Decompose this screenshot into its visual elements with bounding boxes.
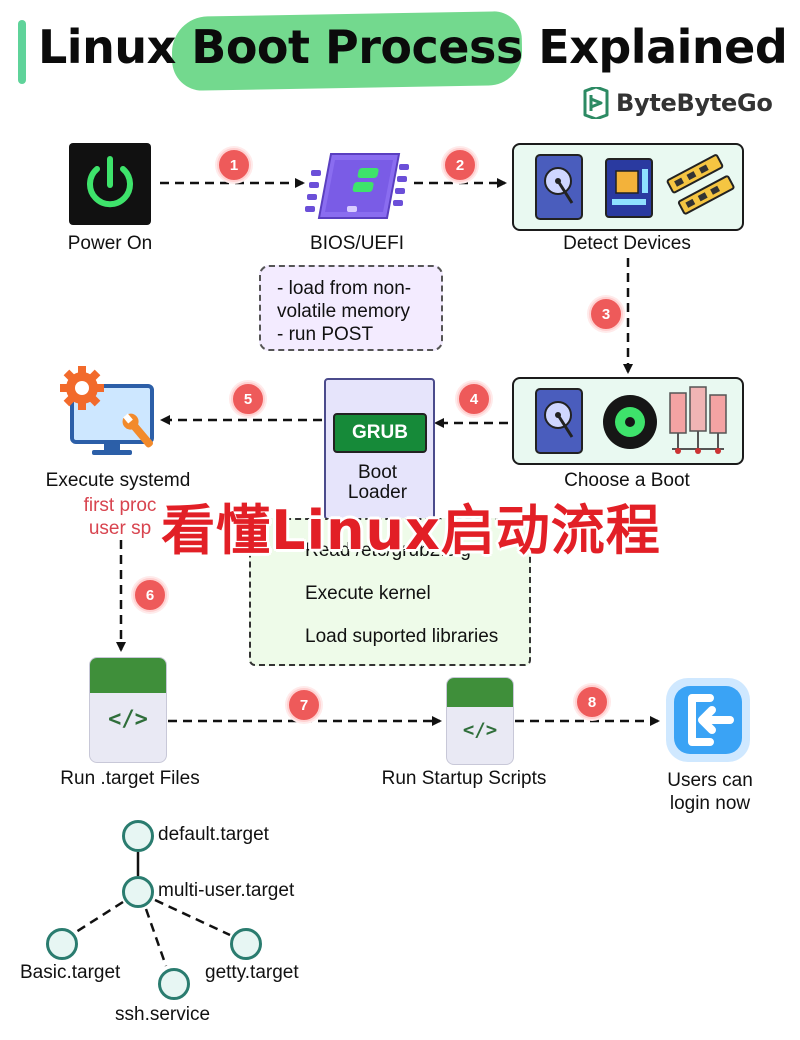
brand-name: ByteByteGo [616,89,773,117]
tree-label-default: default.target [158,824,269,845]
tree-label-basic: Basic.target [20,962,121,983]
overlay-caption: 看懂Linux启动流程 [161,499,661,562]
brand: ByteByteGo [582,85,773,121]
bios-note-line: - run POST [277,324,374,345]
power-on-label: Power On [67,233,153,254]
users-login-line: login now [669,793,751,814]
page-title: Linux Boot Process Explained [38,20,788,74]
users-login-label: Users can login now [640,769,780,815]
users-login-line: Users can [667,770,753,791]
tree-label-getty: getty.target [205,962,299,983]
tree-label-ssh: ssh.service [115,1004,211,1025]
choose-boot-label: Choose a Boot [564,470,690,491]
step-badge-6: 6 [133,578,167,612]
run-target-label: Run .target Files [60,768,200,789]
tree-node-basic [46,928,78,960]
ram-icon [666,154,735,215]
boot-loader-line: Boot [357,462,398,483]
tree-node-default [122,820,154,852]
target-file-icon: </> [89,657,167,763]
file-header [447,678,513,708]
step-badge-5: 5 [231,382,265,416]
power-on-icon [69,143,151,225]
bytebytego-logo-icon [583,87,609,119]
optical-disc-icon [603,395,657,449]
motherboard-icon [605,158,653,218]
boot-loader-line: Loader [347,482,408,503]
detect-devices-label: Detect Devices [563,233,691,254]
tree-node-multi-user [122,876,154,908]
grub-note-item: Load suported libraries [305,626,499,647]
grub-label: GRUB [333,413,427,453]
hard-disk-icon [535,388,583,454]
network-servers-icon [669,386,727,454]
systemd-subtext-line: first proc [83,495,157,516]
execute-systemd-label: Execute systemd [45,470,191,491]
grub-note-item: Execute kernel [305,583,431,604]
tree-node-getty [230,928,262,960]
login-icon [662,674,754,766]
bios-label: BIOS/UEFI [310,233,404,254]
step-badge-8: 8 [575,685,609,719]
step-badge-4: 4 [457,382,491,416]
hard-disk-icon [535,154,583,220]
run-startup-label: Run Startup Scripts [381,768,547,789]
choose-boot-box [512,377,744,465]
bios-note: - load from non- volatile memory - run P… [259,265,443,351]
systemd-subtext: first proc user sp [30,494,210,540]
step-badge-3: 3 [589,297,623,331]
bios-note-line: volatile memory [277,301,411,322]
file-code-glyph: </> [462,719,498,742]
tree-label-multi-user: multi-user.target [158,880,295,901]
bios-note-line: - load from non- [277,278,412,299]
title-accent-bar [18,20,26,84]
step-badge-7: 7 [287,688,321,722]
systemd-subtext-line: user sp [88,518,152,539]
step-badge-1: 1 [217,148,251,182]
tree-node-ssh [158,968,190,1000]
detect-devices-box [512,143,744,231]
startup-script-icon: </> [446,677,514,765]
grub-notes-box [249,518,531,666]
systemd-monitor-icon [50,360,170,460]
file-header [90,658,166,694]
bios-chip-icon [303,150,413,230]
file-code-glyph: </> [108,707,148,733]
boot-loader-text: Boot Loader [324,463,431,503]
step-badge-2: 2 [443,148,477,182]
grub-note-item: Read /etc/grub2.cfg [305,540,471,561]
